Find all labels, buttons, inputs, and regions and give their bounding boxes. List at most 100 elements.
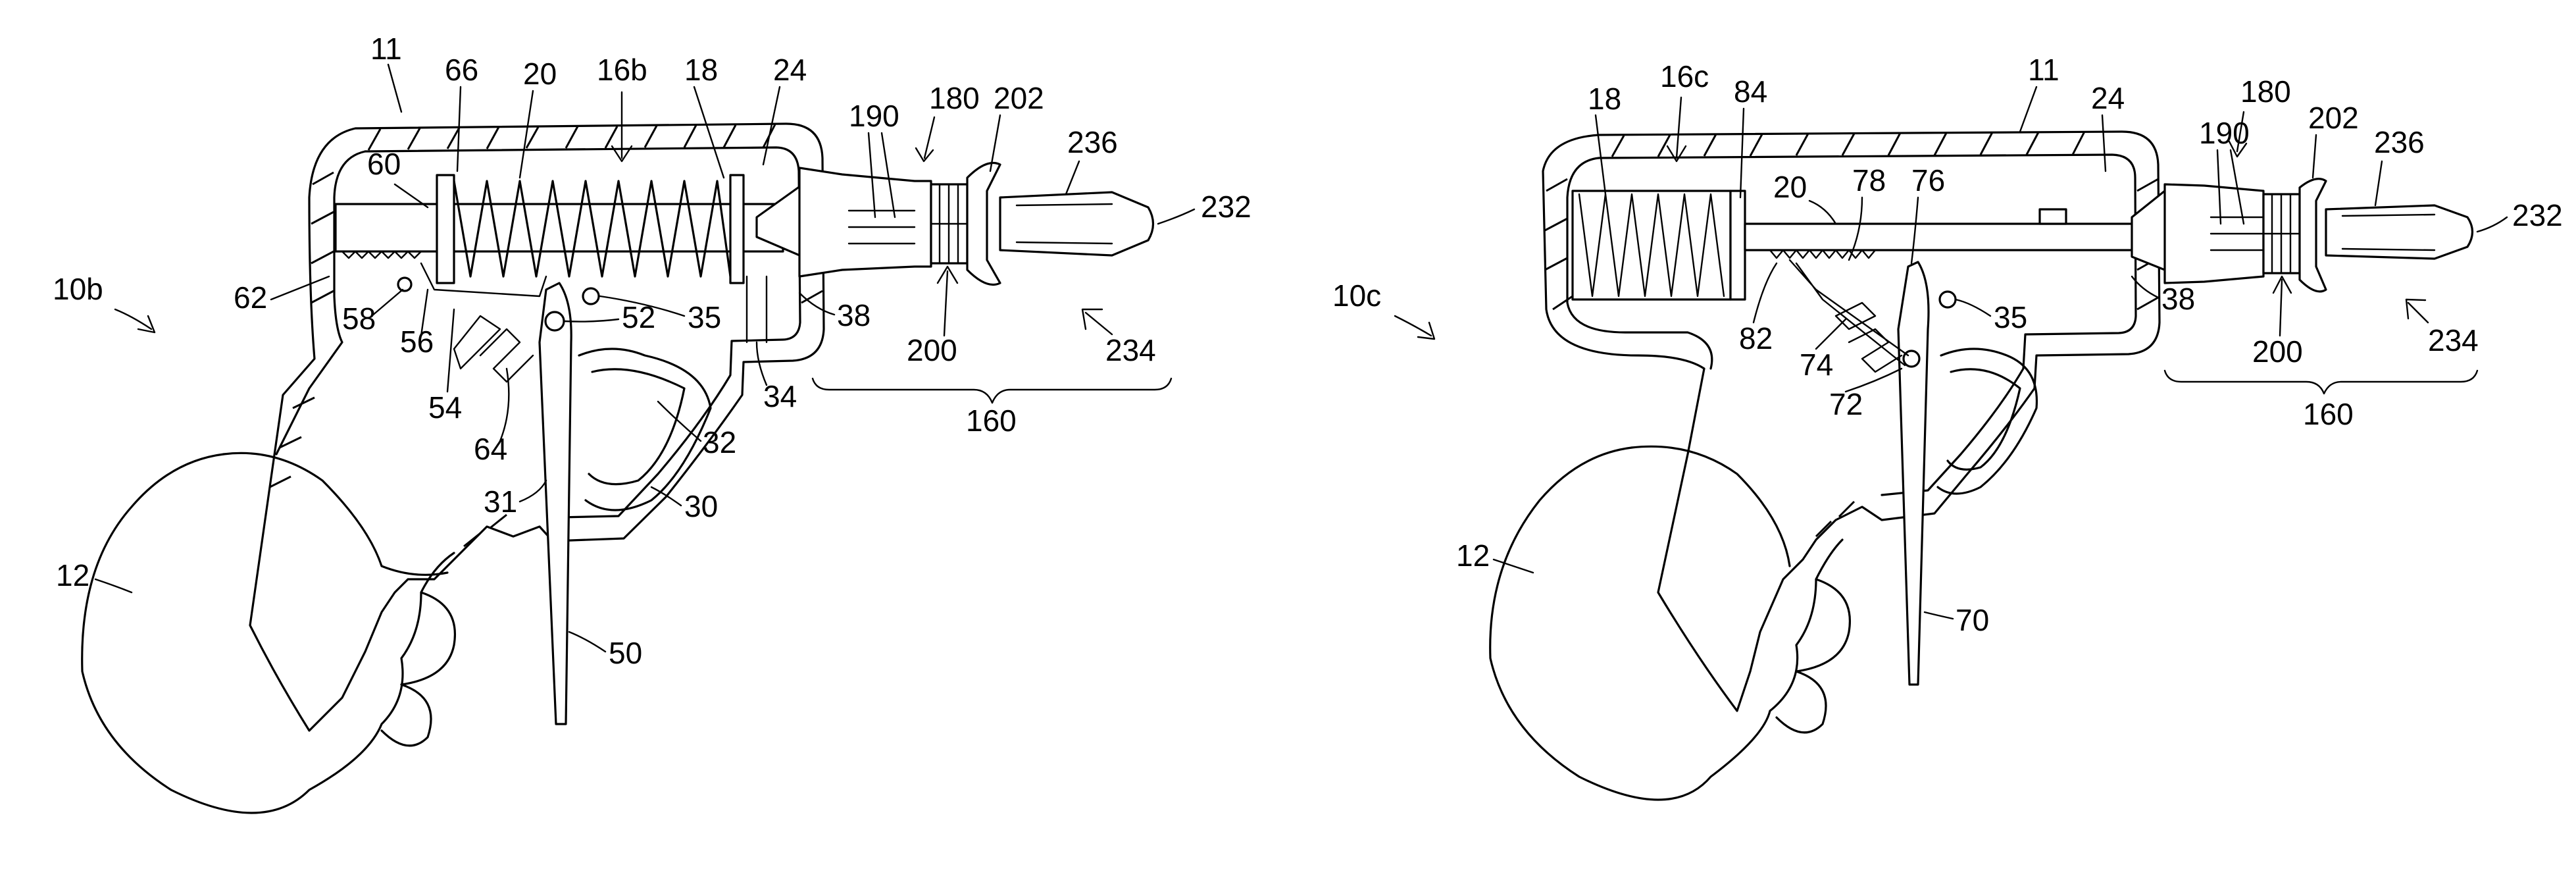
label-234: 234 xyxy=(1105,333,1156,367)
housing-inner-10b xyxy=(364,146,801,519)
label-60: 60 xyxy=(367,147,401,181)
spring-18-10c xyxy=(1578,193,1725,298)
housing-outer-10c xyxy=(1542,130,2161,712)
label-38-r: 38 xyxy=(2161,282,2195,316)
label-35-r: 35 xyxy=(1994,300,2027,334)
label-38: 38 xyxy=(837,298,871,332)
brace-160-10c xyxy=(2163,369,2479,395)
label-202: 202 xyxy=(994,81,1044,115)
trigger-50-10b xyxy=(538,282,572,725)
label-202-r: 202 xyxy=(2308,101,2359,135)
brace-160-10b xyxy=(811,377,1173,404)
pin-35-10b xyxy=(582,287,600,305)
housing-inner-left-10b xyxy=(275,150,366,455)
pivot-58-10b xyxy=(397,276,413,292)
pin-35-10c xyxy=(1938,290,1957,309)
spring-64-10b xyxy=(479,328,534,383)
label-62: 62 xyxy=(234,280,267,315)
trigger-70-10c xyxy=(1897,261,1930,686)
label-50: 50 xyxy=(609,636,642,670)
label-24: 24 xyxy=(773,53,807,87)
label-16b: 16b xyxy=(597,53,647,87)
label-10c: 10c xyxy=(1332,278,1381,313)
plunger-rod-10b xyxy=(334,203,784,253)
label-236: 236 xyxy=(1067,125,1118,159)
label-20-r: 20 xyxy=(1773,170,1807,204)
lever-34-10b xyxy=(745,275,768,344)
label-30: 30 xyxy=(684,489,718,523)
pivot-52-10b xyxy=(544,311,565,332)
label-18-r: 18 xyxy=(1588,82,1621,116)
label-56: 56 xyxy=(400,325,434,359)
label-16c: 16c xyxy=(1660,59,1709,93)
label-180: 180 xyxy=(929,81,980,115)
trigger-guard-inner-10b xyxy=(588,368,686,486)
plunger-rod-10c xyxy=(1744,222,2148,251)
label-12: 12 xyxy=(56,558,89,592)
label-18: 18 xyxy=(684,53,718,87)
handle-bumps-10b xyxy=(380,591,456,747)
spring-plate-left-10b xyxy=(436,174,455,284)
label-70: 70 xyxy=(1956,603,1989,637)
label-35: 35 xyxy=(688,300,721,334)
labels-10b: 11 66 20 16b 18 24 190 180 202 236 232 6… xyxy=(53,32,1251,670)
figure-10c xyxy=(1489,130,2474,801)
label-66: 66 xyxy=(445,53,478,87)
latch-10c xyxy=(2038,208,2067,225)
label-32: 32 xyxy=(703,425,736,459)
label-10b: 10b xyxy=(53,272,103,306)
label-234-r: 234 xyxy=(2428,323,2479,357)
label-82: 82 xyxy=(1739,321,1773,355)
label-232: 232 xyxy=(1201,190,1251,224)
spring-plate-right-10b xyxy=(729,174,745,284)
label-200: 200 xyxy=(907,333,957,367)
spring-plate-10c xyxy=(1729,190,1746,301)
label-76: 76 xyxy=(1911,163,1945,197)
housing-inner-10c xyxy=(1598,153,2137,496)
label-11: 11 xyxy=(370,32,402,66)
label-24-r: 24 xyxy=(2091,81,2125,115)
label-58: 58 xyxy=(342,301,376,336)
label-52: 52 xyxy=(622,300,655,334)
linkage-10c xyxy=(1788,259,1909,367)
spring-72-10c xyxy=(1848,328,1903,373)
trigger-guard-10c xyxy=(1936,348,2038,495)
bracket-10b xyxy=(453,315,501,370)
handle-grip-10c xyxy=(1489,446,1844,801)
label-31: 31 xyxy=(484,484,517,519)
handle-bumps-10c xyxy=(1775,578,1851,734)
label-74: 74 xyxy=(1800,348,1833,382)
needle-shield-236-10b xyxy=(999,191,1155,257)
figure-10b xyxy=(81,122,1155,814)
rack-teeth-10b xyxy=(341,250,422,259)
label-200-r: 200 xyxy=(2252,334,2303,369)
label-54: 54 xyxy=(428,390,462,425)
label-180-r: 180 xyxy=(2240,74,2291,109)
handle-inner-10b xyxy=(222,452,449,576)
flange-202-10b xyxy=(966,161,1001,286)
label-11-r: 11 xyxy=(2028,53,2059,87)
trigger-guard-inner-10c xyxy=(1946,368,2021,471)
label-72: 72 xyxy=(1829,387,1863,421)
label-160-r: 160 xyxy=(2303,397,2354,431)
pawl-56-10b xyxy=(420,262,547,298)
labels-10c: 18 16c 84 11 24 180 190 202 236 232 20 7… xyxy=(1332,53,2563,637)
bracket-74-10c xyxy=(1834,301,1877,330)
label-78: 78 xyxy=(1852,163,1886,197)
label-232-r: 232 xyxy=(2512,198,2563,232)
rack-teeth-10c xyxy=(1769,249,1877,259)
handle-grip-10b xyxy=(81,453,455,814)
housing-outer-10b xyxy=(249,122,825,732)
housing-inner-left-10c xyxy=(1566,157,1713,370)
label-160: 160 xyxy=(966,403,1017,438)
label-236-r: 236 xyxy=(2374,125,2425,159)
handle-inner-10c xyxy=(1630,445,1791,567)
needle-shield-236-10c xyxy=(2325,204,2474,260)
label-20: 20 xyxy=(523,57,557,91)
label-190: 190 xyxy=(849,99,899,133)
trigger-guard-10b xyxy=(578,348,712,511)
label-190-r: 190 xyxy=(2199,116,2250,150)
spring-20-10b xyxy=(453,180,732,278)
cartridge-190-10b xyxy=(798,167,932,278)
